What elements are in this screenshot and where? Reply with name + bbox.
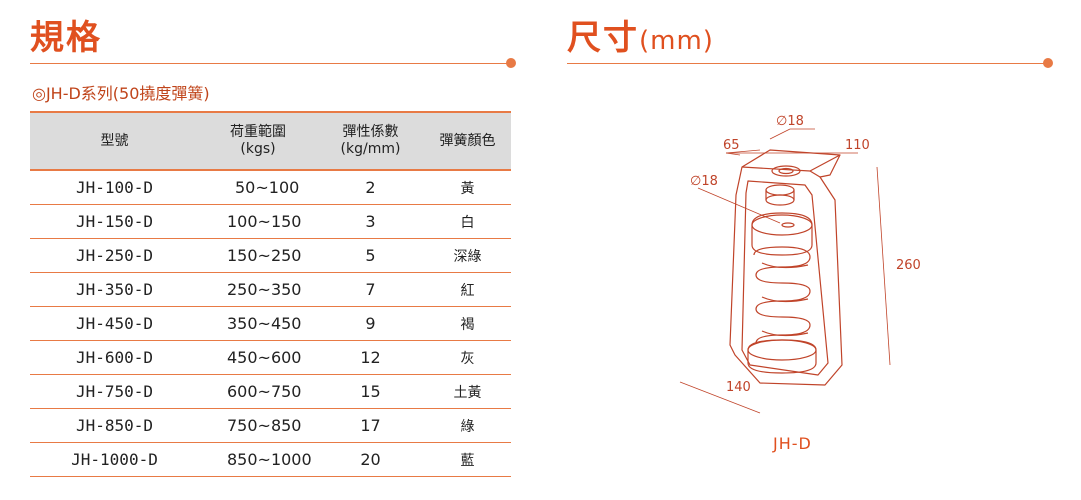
cell-load: 100~150 [199,204,317,239]
cell-spring-rate: 2 [317,170,424,205]
cell-spring-rate: 3 [317,204,424,239]
header-model: 型號 [30,111,199,171]
cell-model: JH-250-D [30,238,199,273]
cell-spring-rate: 9 [317,306,424,341]
cell-model: JH-100-D [30,170,199,205]
cell-model: JH-350-D [30,272,199,307]
spec-title-dot [506,58,516,68]
table-row: JH-1000-D 850~1000 20 藍 [30,442,511,477]
cell-spring-rate: 20 [317,442,424,477]
cell-spring-color: 紅 [424,272,511,307]
cell-spring-color: 灰 [424,340,511,375]
cell-spring-color: 白 [424,204,511,239]
cell-load: 450~600 [199,340,317,375]
cell-model: JH-450-D [30,306,199,341]
dimension-title: 尺寸(mm) [567,18,714,58]
table-row: JH-350-D 250~350 7 紅 [30,272,511,307]
dimension-title-dot [1043,58,1053,68]
cell-model: JH-850-D [30,408,199,443]
table-row: JH-750-D 600~750 15 土黃 [30,374,511,409]
cell-spring-rate: 17 [317,408,424,443]
spec-table: 型號 荷重範圍(kgs) 彈性係數(kg/mm) 彈簧顏色 JH-100-D 5… [30,111,511,477]
dim-depth: 140 [726,380,751,395]
table-row: JH-850-D 750~850 17 綠 [30,408,511,443]
cell-load: 350~450 [199,306,317,341]
cell-spring-color: 深綠 [424,238,511,273]
cell-spring-rate: 15 [317,374,424,409]
table-header-row: 型號 荷重範圍(kgs) 彈性係數(kg/mm) 彈簧顏色 [30,111,511,171]
cell-model: JH-750-D [30,374,199,409]
cell-load: 250~350 [199,272,317,307]
table-row: JH-100-D 50~100 2 黃 [30,170,511,205]
table-row: JH-450-D 350~450 9 褐 [30,306,511,341]
cell-load: 850~1000 [199,442,317,477]
series-label: ◎JH-D系列(50撓度彈簧) [32,84,210,103]
cell-load: 600~750 [199,374,317,409]
spec-title: 規格 [30,18,102,58]
dim-inner-hole: ∅18 [690,174,718,189]
cell-spring-color: 綠 [424,408,511,443]
drawing-caption: JH-D [773,434,812,453]
spring-hanger-drawing: ∅18 65 110 ∅18 260 140 [679,114,921,414]
cell-model: JH-1000-D [30,442,199,477]
dimension-title-rule [567,63,1049,64]
cell-spring-color: 黃 [424,170,511,205]
table-row: JH-250-D 150~250 5 深綠 [30,238,511,273]
cell-spring-color: 土黃 [424,374,511,409]
dim-width-right: 110 [845,138,870,153]
cell-spring-rate: 7 [317,272,424,307]
header-spring-rate: 彈性係數(kg/mm) [317,111,424,171]
cell-load: 50~100 [199,170,317,205]
cell-load: 750~850 [199,408,317,443]
cell-model: JH-150-D [30,204,199,239]
spec-title-rule [30,63,512,64]
cell-spring-rate: 5 [317,238,424,273]
cell-spring-rate: 12 [317,340,424,375]
table-row: JH-600-D 450~600 12 灰 [30,340,511,375]
cell-load: 150~250 [199,238,317,273]
cell-spring-color: 藍 [424,442,511,477]
dim-width-left: 65 [723,138,740,153]
dim-top-hole: ∅18 [776,114,804,129]
dim-height: 260 [896,258,921,273]
header-load: 荷重範圍(kgs) [199,111,317,171]
cell-model: JH-600-D [30,340,199,375]
table-row: JH-150-D 100~150 3 白 [30,204,511,239]
header-spring-color: 彈簧顏色 [424,111,511,171]
cell-spring-color: 褐 [424,306,511,341]
